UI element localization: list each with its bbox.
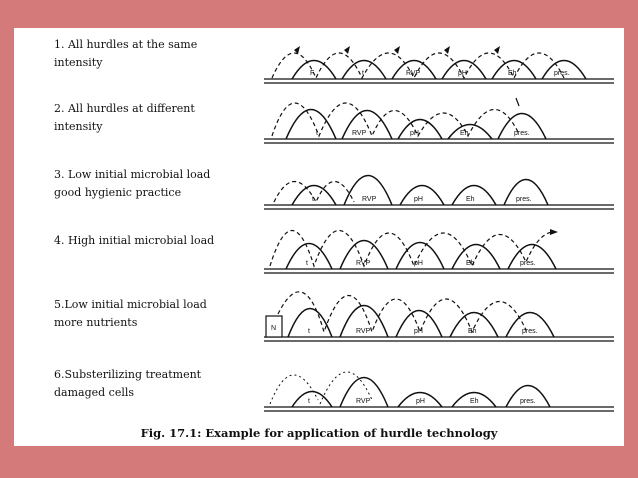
hurdle-ph (441, 59, 487, 80)
row-5-diagram: N t RVP pH Eh pres. (264, 291, 614, 342)
hurdle-label: pH (458, 70, 467, 77)
hurdle-label: Eh (460, 130, 469, 137)
hurdle-label: t (316, 130, 318, 137)
hurdle-label: t (308, 398, 310, 405)
hurdle-label: pH (410, 130, 419, 137)
hurdle-label: RVP (356, 328, 371, 335)
hurdle-label: pH (414, 260, 423, 267)
row-3-label-line2: good hygienic practice (54, 186, 182, 199)
row-2-label-line2: intensity (54, 120, 103, 133)
row-4-label: 4. High initial microbial load (54, 232, 264, 250)
hurdle-label: t (312, 196, 314, 203)
row-1-label-line1: 1. All hurdles at the same (54, 38, 198, 51)
row-5-label: 5.Low initial microbial load more nutrie… (54, 296, 264, 332)
hurdle-label: N (271, 325, 276, 332)
hurdle-label: RVP (362, 196, 377, 203)
row-5-label-line2: more nutrients (54, 316, 138, 329)
row-2-label-line1: 2. All hurdles at different (54, 102, 195, 115)
hurdle-label: RVP (352, 130, 367, 137)
hurdle-label: RVP (406, 70, 421, 77)
hurdle-label: t (362, 70, 364, 77)
hurdle-label: Eh (468, 328, 477, 335)
row-2-diagram: t RVP pH Eh pres. (264, 97, 614, 144)
row-4-diagram: t RVP pH Eh pres. (264, 229, 614, 274)
hurdle-label: Eh (466, 260, 475, 267)
hurdle-label: Eh (508, 70, 517, 77)
figure-caption: Fig. 17.1: Example for application of hu… (140, 426, 498, 440)
hurdle-label: Eh (470, 398, 479, 405)
row-1-diagram: F t RVP pH Eh pres. (264, 46, 614, 84)
hurdle-label: F (310, 70, 314, 77)
hurdle-label: pres. (554, 70, 570, 77)
row-3-label: 3. Low initial microbial load good hygie… (54, 166, 264, 202)
hurdle-pres (541, 59, 587, 80)
row-3-label-line1: 3. Low initial microbial load (54, 168, 211, 181)
hurdle-label: pres. (514, 130, 530, 137)
hurdle-rvp (391, 59, 437, 80)
row-6-label-line2: damaged cells (54, 386, 135, 399)
hurdle-label: pres. (522, 328, 538, 335)
row-6-label: 6.Substerilizing treatment damaged cells (54, 366, 264, 402)
slide: 1. All hurdles at the same intensity F t… (14, 28, 624, 446)
hurdle-t (341, 59, 387, 80)
row-6-diagram: t RVP pH Eh pres. (264, 371, 614, 412)
row-1-label-line2: intensity (54, 56, 103, 69)
nutrient-box (265, 315, 283, 338)
hurdle-eh (491, 59, 537, 80)
hurdle-label: pH (414, 328, 423, 335)
damaged-cells-path-1 (269, 374, 319, 405)
damaged-cells-path-2 (319, 371, 373, 405)
row-4-label-line1: 4. High initial microbial load (54, 234, 215, 247)
row-6-label-line1: 6.Substerilizing treatment (54, 368, 202, 381)
row-1-label: 1. All hurdles at the same intensity (54, 36, 264, 72)
hurdle-label: RVP (356, 260, 371, 267)
hurdle-label: RVP (356, 398, 371, 405)
hurdle-F (291, 59, 337, 80)
hurdle-label: Eh (466, 196, 475, 203)
hurdle-label: pH (414, 196, 423, 203)
hurdle-label: pres. (520, 260, 536, 267)
row-5-label-line1: 5.Low initial microbial load (54, 298, 207, 311)
hurdle-label: pres. (520, 398, 536, 405)
hurdle-label: pH (416, 398, 425, 405)
hurdle-label: pres. (516, 196, 532, 203)
hurdle-label: t (306, 260, 308, 267)
row-3-diagram: t RVP pH Eh pres. (264, 174, 614, 210)
arrow-head (294, 46, 300, 54)
hurdle-label: t (308, 328, 310, 335)
row-2-label: 2. All hurdles at different intensity (54, 100, 264, 136)
